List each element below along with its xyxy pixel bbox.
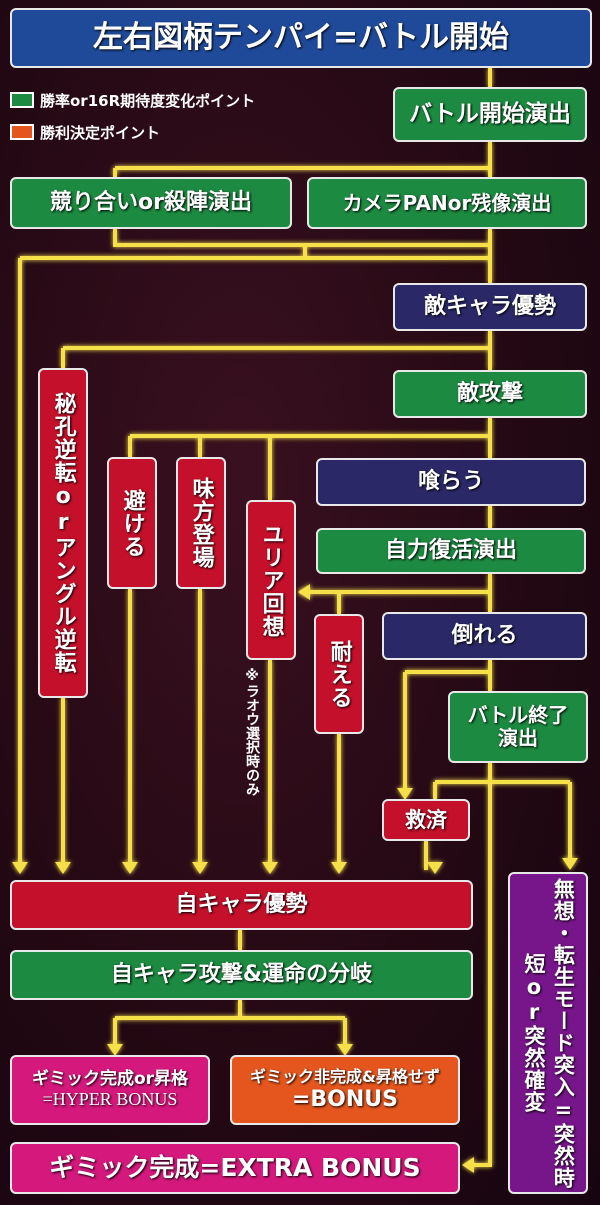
node-seriai: 競り合いor殺陣演出 — [10, 177, 292, 229]
bonus-line1: ギミック非完成&昇格せず — [250, 1067, 440, 1087]
node-yuria: ユリア回想 — [246, 500, 296, 660]
node-battle-end: バトル終了演出 — [448, 691, 588, 763]
node-kyusai: 救済 — [382, 799, 470, 841]
hyper-line2: =HYPER BONUS — [42, 1089, 178, 1110]
node-hyper-bonus: ギミック完成or昇格 =HYPER BONUS — [10, 1055, 210, 1125]
node-extra-bonus: ギミック完成=EXTRA BONUS — [10, 1142, 460, 1194]
node-self-advantage: 自キャラ優勢 — [10, 880, 473, 930]
hyper-line1: ギミック完成or昇格 — [31, 1068, 189, 1089]
legend-swatch-orange — [10, 124, 34, 140]
node-self-attack: 自キャラ攻撃&運命の分岐 — [10, 950, 473, 1000]
node-sakeru: 避ける — [107, 457, 157, 589]
title-box: 左右図柄テンパイ=バトル開始 — [10, 8, 592, 68]
legend-swatch-green — [10, 92, 34, 108]
node-enemy-attack: 敵攻撃 — [393, 370, 587, 418]
legend-label-green: 勝率or16R期待度変化ポイント — [40, 92, 256, 110]
node-revive: 自力復活演出 — [316, 528, 586, 574]
node-taeru: 耐える — [314, 614, 364, 734]
node-hiko: 秘孔逆転orアングル逆転 — [38, 368, 88, 698]
node-taoreru: 倒れる — [382, 612, 587, 660]
bonus-line2: =BONUS — [291, 1086, 399, 1112]
node-battle-start: バトル開始演出 — [393, 87, 587, 142]
node-camera: カメラPANor残像演出 — [307, 177, 587, 229]
node-mikata: 味方登場 — [176, 457, 226, 589]
node-enemy-advantage: 敵キャラ優勢 — [393, 283, 587, 331]
legend-label-orange: 勝利決定ポイント — [40, 124, 161, 142]
raoh-note: ※ラオウ選択時のみ — [244, 668, 260, 796]
node-muso-mode: 無想・転生モード突入=突然時短or突然確変 — [508, 872, 588, 1194]
node-kurau: 喰らう — [316, 458, 586, 506]
node-bonus: ギミック非完成&昇格せず =BONUS — [230, 1055, 460, 1125]
